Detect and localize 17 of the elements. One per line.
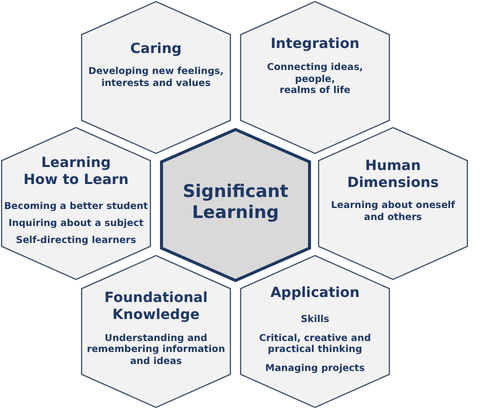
category-description: Understanding and remembering information and ideas <box>86 332 226 367</box>
category-title: Application <box>270 285 360 302</box>
category-title: Integration <box>270 36 360 53</box>
center-title: Significant Learning <box>182 182 288 224</box>
category-description: Skills <box>300 314 330 326</box>
category-title: Caring <box>130 41 182 58</box>
category-description: Becoming a better student <box>4 201 148 212</box>
category-description: Critical, creative and practical thinking <box>259 332 371 356</box>
category-description: Learning about oneself and others <box>330 200 456 223</box>
category-description: Self-directing learners <box>16 235 136 246</box>
category-description: Inquiring about a subject <box>8 218 144 230</box>
category-title: Learning How to Learn <box>23 155 129 189</box>
category-description: Developing new feelings, interests and values <box>88 66 224 89</box>
category-description: Managing projects <box>265 362 365 374</box>
category-title: Foundational Knowledge <box>104 290 208 324</box>
category-description: Connecting ideas, people, realms of life <box>267 62 363 96</box>
category-title: Human Dimensions <box>347 158 439 192</box>
